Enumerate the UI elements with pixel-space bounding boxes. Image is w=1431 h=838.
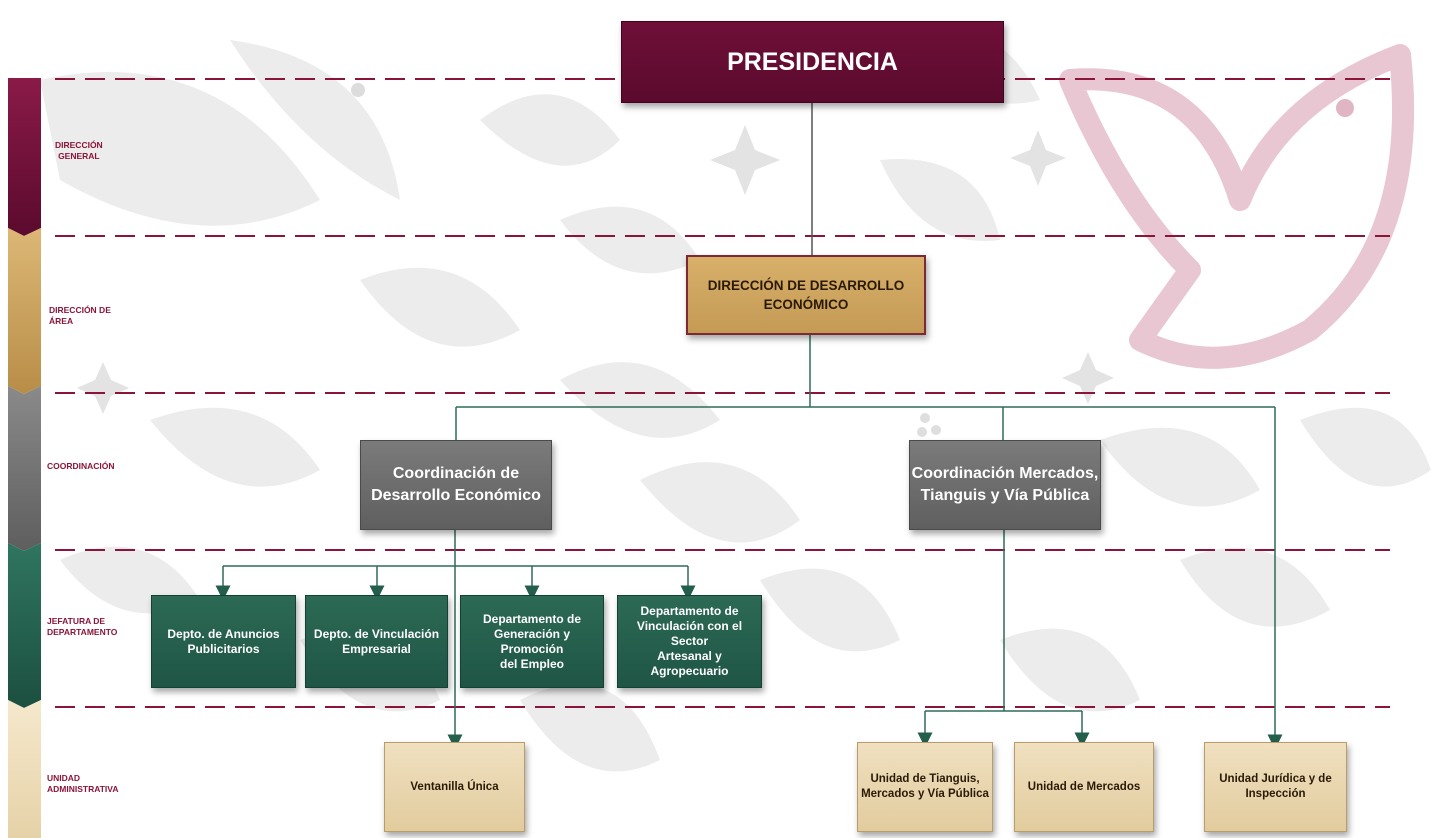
node-depto-artesanal: Departamento de Vinculación con el Secto… xyxy=(617,595,762,688)
dove-outline xyxy=(1059,44,1415,369)
node-label: DIRECCIÓN DE DESARROLLO ECONÓMICO xyxy=(707,278,905,312)
node-depto-vinculacion-empresarial: Depto. de Vinculación Empresarial xyxy=(305,595,448,688)
node-label: Coordinación Mercados, Tianguis y Vía Pú… xyxy=(911,465,1099,504)
leaf-shape xyxy=(760,568,900,652)
level-bar-direccion-area xyxy=(8,228,41,394)
node-label: Departamento de Vinculación con el Secto… xyxy=(636,604,743,678)
leaf-shape xyxy=(1000,628,1140,712)
leaf-shape xyxy=(40,72,320,226)
node-label: Departamento de Generación y Promoción d… xyxy=(482,611,582,671)
node-label: Unidad Jurídica y de Inspección xyxy=(1219,773,1332,800)
dove-eye xyxy=(1336,99,1354,117)
dot xyxy=(920,413,930,423)
node-unidad-tianguis: Unidad de Tianguis, Mercados y Vía Públi… xyxy=(857,742,993,832)
dot xyxy=(917,427,927,437)
leaf-shape xyxy=(1300,407,1431,487)
node-label: Depto. de Vinculación Empresarial xyxy=(313,626,440,656)
level-bar-direccion-general xyxy=(8,78,41,236)
cross-flower xyxy=(1062,352,1114,404)
level-label-direccion-general: DIRECCIÓN GENERAL xyxy=(55,140,103,161)
node-ventanilla-unica: Ventanilla Única xyxy=(384,742,525,832)
node-label: Ventanilla Única xyxy=(410,780,499,793)
leaf-shape xyxy=(1100,427,1260,507)
node-presidencia: PRESIDENCIA xyxy=(621,21,1004,103)
level-bar-coordinacion xyxy=(8,386,41,551)
leaf-shape xyxy=(880,159,1000,241)
level-label-direccion-area: DIRECCIÓN DE ÁREA xyxy=(49,305,111,326)
cross-flower xyxy=(1010,130,1066,186)
node-direccion-desarrollo-economico: DIRECCIÓN DE DESARROLLO ECONÓMICO xyxy=(686,255,926,335)
node-label: Depto. de Anuncios Publicitarios xyxy=(167,626,280,656)
leaf-shape xyxy=(480,94,620,166)
level-bar-jefatura xyxy=(8,543,41,708)
level-label-coordinacion: COORDINACIÓN xyxy=(47,461,115,471)
node-coordinacion-desarrollo-economico: Coordinación de Desarrollo Económico xyxy=(360,440,552,530)
node-coordinacion-mercados: Coordinación Mercados, Tianguis y Vía Pú… xyxy=(909,440,1101,530)
dove-eye-gray xyxy=(351,83,365,97)
node-unidad-mercados: Unidad de Mercados xyxy=(1014,742,1154,832)
leaf-shape xyxy=(560,362,720,438)
cross-flower xyxy=(710,125,780,195)
leaf-shape xyxy=(1180,547,1330,627)
node-label: Unidad de Mercados xyxy=(1027,780,1141,793)
node-label: PRESIDENCIA xyxy=(727,47,898,76)
level-label-unidad: UNIDAD ADMINISTRATIVA xyxy=(47,773,119,794)
node-depto-anuncios: Depto. de Anuncios Publicitarios xyxy=(151,595,296,688)
cross-flower xyxy=(77,362,129,414)
level-bar-unidad xyxy=(8,700,41,838)
leaf-shape xyxy=(150,407,320,487)
node-depto-empleo: Departamento de Generación y Promoción d… xyxy=(460,595,604,688)
dot xyxy=(931,425,941,435)
leaf-shape xyxy=(560,206,700,274)
leaf-shape xyxy=(360,267,520,347)
leaf-shape xyxy=(640,462,800,543)
node-label: Unidad de Tianguis, Mercados y Vía Públi… xyxy=(861,773,989,800)
node-unidad-juridica: Unidad Jurídica y de Inspección xyxy=(1204,742,1347,832)
level-label-jefatura: JEFATURA DE DEPARTAMENTO xyxy=(47,616,118,637)
node-label: Coordinación de Desarrollo Económico xyxy=(371,465,541,504)
